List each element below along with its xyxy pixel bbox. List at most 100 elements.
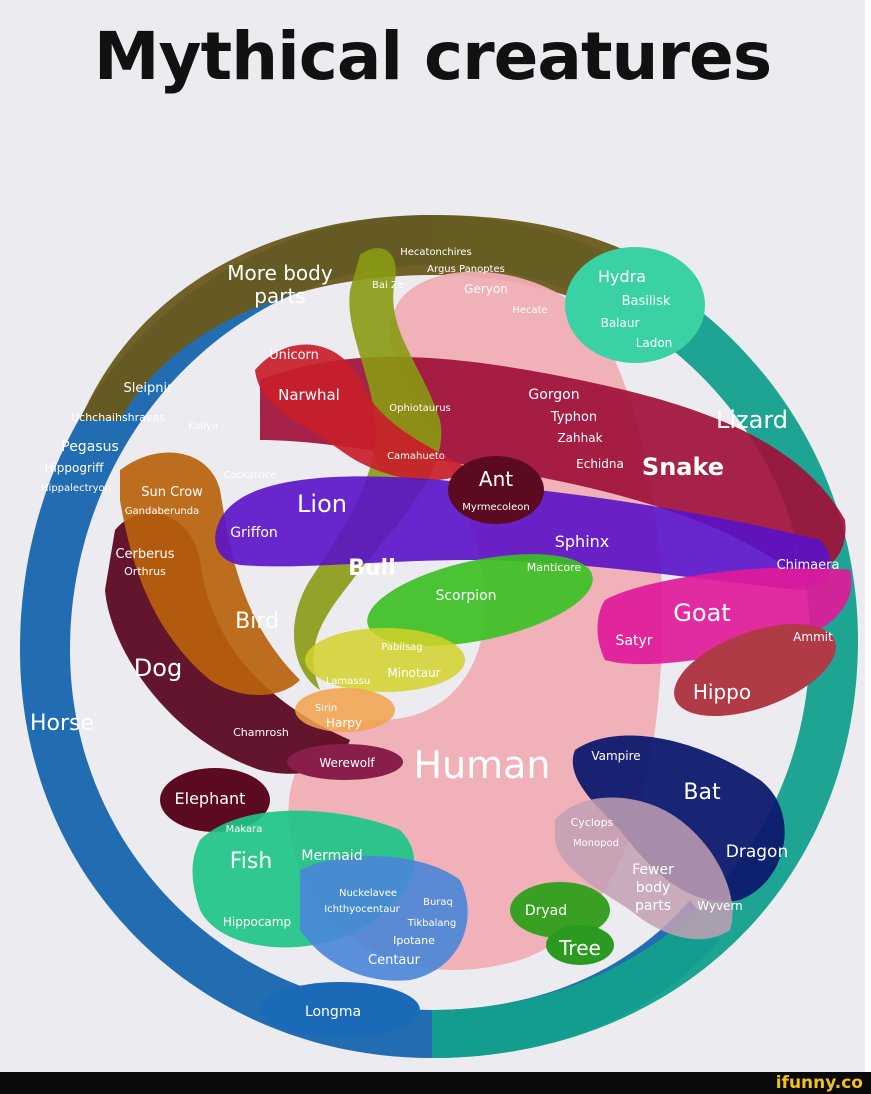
creature-ichthyocentaur: Ichthyocentaur <box>324 904 400 915</box>
creature-ipotane: Ipotane <box>393 934 435 947</box>
venn-diagram: More body parts Lizard Snake Horse Lion … <box>20 215 858 1058</box>
creature-ophiotaurus: Ophiotaurus <box>389 403 451 414</box>
label-bull: Bull <box>348 556 396 581</box>
scorpion-region <box>367 554 593 646</box>
label-bat: Bat <box>683 780 721 805</box>
ant-region <box>448 456 544 524</box>
creature-wyvern: Wyvern <box>697 899 743 913</box>
creature-bai-ze: Bai Ze <box>372 280 404 291</box>
creature-sleipnir: Sleipnir <box>124 381 174 396</box>
creature-sphinx: Sphinx <box>555 532 610 551</box>
creature-chimaera: Chimaera <box>777 558 840 573</box>
elephant-region <box>160 768 270 832</box>
label-tree: Tree <box>558 936 601 960</box>
creature-harpy: Harpy <box>326 716 362 730</box>
creature-manticore: Manticore <box>527 561 582 574</box>
label-dog: Dog <box>134 654 182 682</box>
label-dragon: Dragon <box>726 842 788 862</box>
label-lion: Lion <box>297 490 347 518</box>
creature-monopod: Monopod <box>573 838 619 849</box>
creature-hippocamp: Hippocamp <box>223 915 291 929</box>
creature-basilisk: Basilisk <box>622 294 671 309</box>
creature-centaur: Centaur <box>368 953 421 968</box>
creature-hippogriff: Hippogriff <box>44 461 104 475</box>
brand-watermark[interactable]: ifunny.co <box>775 1073 863 1093</box>
creature-nuckelavee: Nuckelavee <box>339 888 397 899</box>
creature-buraq: Buraq <box>423 897 453 908</box>
harpy-region <box>295 688 395 732</box>
label-hippo: Hippo <box>693 680 751 704</box>
creature-myrmecoleon: Myrmecoleon <box>462 502 529 513</box>
creature-orthrus: Orthrus <box>124 565 166 578</box>
creature-hecate: Hecate <box>512 305 547 316</box>
diagram-canvas: Mythical creatures <box>0 0 865 1072</box>
creature-geryon: Geryon <box>464 282 508 296</box>
creature-kaliya: Kaliya <box>188 421 218 432</box>
creature-hippalectryon: Hippalectryon <box>41 483 111 494</box>
hippo-region <box>674 623 836 717</box>
creature-gandaberunda: Gandaberunda <box>125 506 199 517</box>
more-body-parts-region <box>80 215 700 420</box>
label-elephant: Elephant <box>175 789 246 808</box>
label-goat: Goat <box>673 599 730 627</box>
creature-cyclops: Cyclops <box>571 816 614 829</box>
creature-mermaid: Mermaid <box>301 848 362 864</box>
creature-werewolf: Werewolf <box>319 756 375 770</box>
creature-pabilsag: Pabilsag <box>381 642 422 653</box>
minotaur-region <box>305 628 465 692</box>
creature-cerberus: Cerberus <box>115 547 174 562</box>
label-fish: Fish <box>230 849 273 874</box>
werewolf-region <box>287 744 403 780</box>
creature-uchchaihshravas: Uchchaihshravas <box>71 411 165 424</box>
bird-region <box>120 452 300 695</box>
label-more-body-parts-1: More body <box>227 261 333 285</box>
creature-narwhal: Narwhal <box>278 386 340 404</box>
label-fewer-3: parts <box>635 898 671 914</box>
creature-typhon: Typhon <box>550 410 597 425</box>
label-bird: Bird <box>235 609 279 634</box>
creature-sun-crow: Sun Crow <box>141 485 203 500</box>
label-lizard: Lizard <box>716 406 788 434</box>
bat-region <box>572 735 785 902</box>
dryad-region <box>510 882 610 938</box>
label-horse: Horse <box>30 711 94 736</box>
creature-unicorn: Unicorn <box>269 348 319 363</box>
creature-griffon: Griffon <box>230 525 278 541</box>
lion-region <box>215 476 831 590</box>
creature-balaur: Balaur <box>601 316 640 330</box>
label-fewer-2: body <box>636 880 671 896</box>
creature-ladon: Ladon <box>636 336 673 350</box>
creature-vampire: Vampire <box>591 749 640 763</box>
bull-region <box>293 248 442 691</box>
label-snake: Snake <box>642 453 724 481</box>
creature-cockatrice: Cockatrice <box>224 470 277 481</box>
creature-camahueto: Camahueto <box>387 451 445 462</box>
centaur-region <box>300 856 468 981</box>
label-ant: Ant <box>479 467 513 491</box>
creature-ammit: Ammit <box>793 630 833 644</box>
creature-satyr: Satyr <box>616 633 653 649</box>
label-fewer-1: Fewer <box>632 862 674 878</box>
creature-gorgon: Gorgon <box>528 387 579 403</box>
creature-lamassu: Lamassu <box>326 676 370 687</box>
label-more-body-parts-2: parts <box>254 284 305 308</box>
creature-dryad: Dryad <box>525 903 567 919</box>
footer-bar: ifunny.co <box>0 1072 871 1094</box>
creature-chamrosh: Chamrosh <box>233 726 289 739</box>
creature-minotaur: Minotaur <box>387 666 440 680</box>
creature-hydra: Hydra <box>598 267 646 286</box>
tree-region <box>546 925 614 965</box>
creature-longma: Longma <box>305 1004 361 1020</box>
creature-hecatonchires: Hecatonchires <box>400 247 472 258</box>
narwhal-region <box>255 344 470 481</box>
creature-scorpion: Scorpion <box>435 588 496 604</box>
page-title: Mythical creatures <box>93 18 772 95</box>
creature-tikbalang: Tikbalang <box>407 918 456 929</box>
creature-zahhak: Zahhak <box>557 431 602 445</box>
creature-echidna: Echidna <box>576 457 624 471</box>
label-human: Human <box>413 743 550 787</box>
creature-argus-panoptes: Argus Panoptes <box>427 264 505 275</box>
fewer-body-parts-region <box>555 797 733 940</box>
creature-makara: Makara <box>226 824 263 835</box>
creature-pegasus: Pegasus <box>61 439 118 455</box>
